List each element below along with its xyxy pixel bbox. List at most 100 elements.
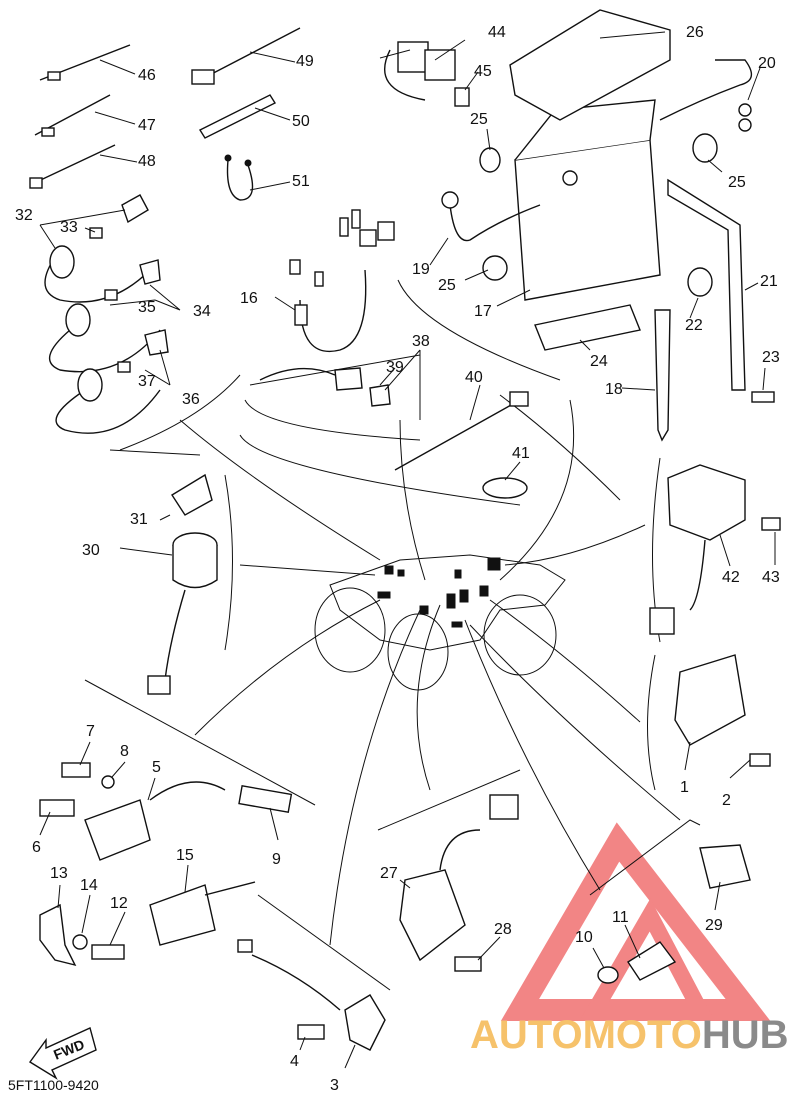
- part-label-20: 20: [758, 55, 776, 72]
- bracket-21: [667, 178, 746, 391]
- thermo-switch-11: [627, 941, 677, 981]
- part-label-31: 31: [130, 511, 148, 528]
- part-label-25b: 25: [728, 174, 746, 191]
- bolt-12: [91, 944, 125, 960]
- part-label-49: 49: [296, 53, 314, 70]
- bolt-43: [761, 517, 781, 531]
- part-label-17: 17: [474, 303, 492, 320]
- relay-44: [384, 41, 470, 107]
- part-label-30: 30: [82, 542, 100, 559]
- protector-50: [198, 94, 277, 139]
- number-leaders: [39, 31, 776, 1069]
- part-label-1: 1: [680, 779, 689, 796]
- clip-51: [224, 154, 254, 201]
- battery-17: [514, 99, 661, 301]
- grommet-22: [687, 267, 713, 297]
- part-label-42: 42: [722, 569, 740, 586]
- rectifier-42: [649, 464, 746, 635]
- part-label-23: 23: [762, 349, 780, 366]
- igniter-1: [674, 654, 746, 746]
- part-label-41: 41: [512, 445, 530, 462]
- part-label-10: 10: [575, 929, 593, 946]
- watermark-text-auto: AUTO: [470, 1013, 583, 1057]
- part-label-38: 38: [412, 333, 430, 350]
- main-switch-30: [147, 473, 218, 695]
- part-label-19: 19: [412, 261, 430, 278]
- part-label-7: 7: [86, 723, 95, 740]
- bulb-assembly-32: [44, 194, 151, 303]
- part-label-46: 46: [138, 67, 156, 84]
- part-label-39: 39: [386, 359, 404, 376]
- bracket-13: [39, 903, 77, 967]
- part-label-25c: 25: [438, 277, 456, 294]
- bolt-28: [454, 956, 482, 972]
- part-label-48: 48: [138, 153, 156, 170]
- ignition-coil-5: [84, 781, 293, 861]
- bolt-23: [751, 391, 775, 403]
- part-label-2: 2: [722, 792, 731, 809]
- part-label-34: 34: [193, 303, 211, 320]
- battery-cable-20: [659, 59, 753, 132]
- wire-lead-40: [394, 391, 529, 471]
- watermark-text-hub: HUB: [702, 1013, 789, 1057]
- bolt-4: [297, 1024, 325, 1040]
- part-labels: 1 2 3 4 5 6 7 8 9 10 11 12 13 14 15 16 1…: [15, 24, 780, 1094]
- diagram-code: 5FT1100-9420: [8, 1077, 99, 1093]
- part-label-33: 33: [60, 219, 78, 236]
- part-label-6: 6: [32, 839, 41, 856]
- part-label-45: 45: [474, 63, 492, 80]
- part-label-43: 43: [762, 569, 780, 586]
- part-label-24: 24: [590, 353, 608, 370]
- regulator-27: [399, 794, 519, 962]
- switch-15: [149, 881, 256, 946]
- cap-29: [699, 844, 751, 889]
- part-label-14: 14: [80, 877, 98, 894]
- part-label-21: 21: [760, 273, 778, 290]
- grommet-41: [482, 477, 528, 499]
- washer-8: [101, 775, 115, 789]
- fwd-arrow: FWD: [28, 1027, 97, 1080]
- part-label-50: 50: [292, 113, 310, 130]
- part-label-29: 29: [705, 917, 723, 934]
- bulb-assembly-34: [48, 259, 161, 373]
- bulb-assembly-36: [55, 329, 169, 434]
- part-label-37: 37: [138, 373, 156, 390]
- vehicle-outline: [314, 554, 566, 691]
- breather-pipe-18: [654, 309, 671, 442]
- cable-19: [441, 191, 541, 242]
- watermark-text-moto: MOTO: [583, 1013, 702, 1057]
- part-label-44: 44: [488, 24, 506, 41]
- washer-14: [72, 934, 88, 950]
- part-label-32: 32: [15, 207, 33, 224]
- relay-38: [259, 367, 391, 407]
- battery-cover-26: [509, 9, 671, 121]
- washer-10: [597, 966, 619, 984]
- cable-tie-46: [39, 44, 131, 81]
- part-label-27: 27: [380, 865, 398, 882]
- part-label-18: 18: [605, 381, 623, 398]
- bolt-2: [749, 753, 771, 767]
- part-label-16: 16: [240, 290, 258, 307]
- pad-24: [534, 304, 641, 351]
- part-label-47: 47: [138, 117, 156, 134]
- assembly-leaders: [84, 279, 701, 991]
- part-label-4: 4: [290, 1053, 299, 1070]
- part-label-13: 13: [50, 865, 68, 882]
- part-label-26: 26: [686, 24, 704, 41]
- part-label-36: 36: [182, 391, 200, 408]
- band-49: [191, 27, 301, 85]
- part-label-25a: 25: [470, 111, 488, 128]
- part-label-5: 5: [152, 759, 161, 776]
- part-label-9: 9: [272, 851, 281, 868]
- part-label-22: 22: [685, 317, 703, 334]
- part-label-40: 40: [465, 369, 483, 386]
- part-label-35: 35: [138, 299, 156, 316]
- cable-tie-47: [34, 94, 111, 137]
- part-label-15: 15: [176, 847, 194, 864]
- part-label-8: 8: [120, 743, 129, 760]
- part-label-3: 3: [330, 1077, 339, 1094]
- part-label-12: 12: [110, 895, 128, 912]
- pickup-coil-3: [237, 939, 386, 1051]
- bolt-7: [61, 762, 91, 778]
